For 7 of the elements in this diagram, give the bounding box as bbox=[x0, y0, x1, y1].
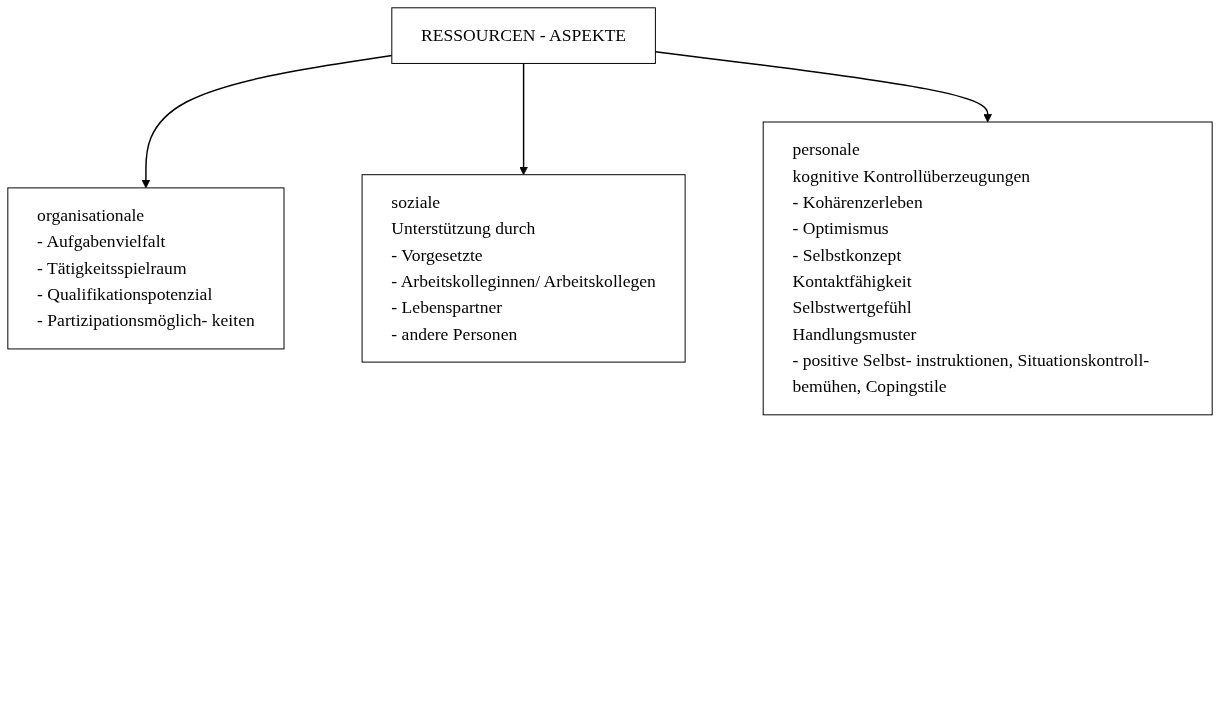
node-box: personale kognitive Kontrollüberzeugungen - Kohärenzerleben - Optimismus - Selbstkonzept Kontaktfähigkeit Selbstwertgefühl Handlungsmuster - positive Selbst- instruktionen, Situationskontroll- bemühen, Copingstile bbox=[762, 121, 1213, 416]
arrow bbox=[519, 62, 528, 176]
node-box: soziale Unterstützung durch - Vorgesetzte - Arbeitskolleginnen/ Arbeitskollegen - Lebenspartner - andere Personen bbox=[361, 174, 686, 363]
node-box: organisationale - Aufgabenvielfalt - Tätigkeitsspielraum - Qualifikationspotenzial - Partizipationsmöglich- keiten bbox=[7, 187, 285, 350]
arrow bbox=[141, 54, 393, 189]
node-box: RESSOURCEN - ASPEKTE bbox=[391, 7, 656, 64]
arrow bbox=[654, 51, 992, 123]
